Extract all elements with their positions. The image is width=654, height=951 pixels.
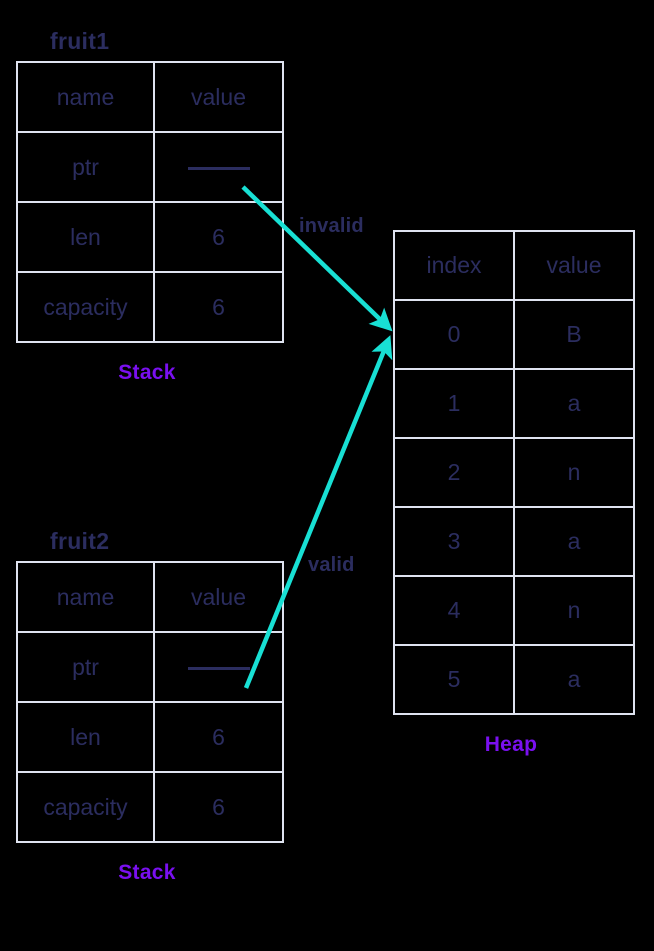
field-value-ptr (153, 131, 284, 203)
struct-block-fruit2: fruit2 name value ptr len 6 c (16, 528, 284, 885)
header-cell-index: index (393, 230, 515, 301)
table-row: capacity 6 (16, 771, 284, 843)
table-row: capacity 6 (16, 271, 284, 343)
heap-index-2: 2 (393, 437, 515, 508)
field-name-ptr: ptr (16, 631, 155, 703)
heap-index-3: 3 (393, 506, 515, 577)
heap-value-1: a (513, 368, 635, 439)
arrow-label-valid: valid (308, 554, 355, 576)
table-row: len 6 (16, 201, 284, 273)
heap-value-2: n (513, 437, 635, 508)
field-name-capacity: capacity (16, 771, 155, 843)
table-row: ptr (16, 631, 284, 703)
field-value-len: 6 (153, 701, 284, 773)
field-value-capacity: 6 (153, 771, 284, 843)
heap-value-4: n (513, 575, 635, 646)
struct-title-fruit1: fruit1 (50, 28, 110, 54)
heap-value-5: a (513, 644, 635, 715)
pointer-line-icon (187, 166, 250, 170)
header-cell-value: value (153, 61, 284, 133)
table-row-header: name value (16, 61, 284, 133)
struct-table-fruit2: name value ptr len 6 capacity 6 (16, 561, 284, 843)
header-cell-name: name (16, 561, 155, 633)
field-value-len: 6 (153, 201, 284, 273)
heap-index-4: 4 (393, 575, 515, 646)
heap-index-5: 5 (393, 644, 515, 715)
region-label-stack-1: Stack (118, 361, 176, 384)
table-row: 1 a (393, 368, 635, 439)
field-value-capacity: 6 (153, 271, 284, 343)
pointer-line-icon (187, 666, 250, 670)
arrow-label-invalid: invalid (299, 215, 364, 237)
table-row-header: index value (393, 230, 635, 301)
struct-block-fruit1: fruit1 name value ptr len 6 c (16, 28, 284, 385)
heap-value-0: B (513, 299, 635, 370)
heap-value-3: a (513, 506, 635, 577)
table-row: 5 a (393, 644, 635, 715)
header-cell-value: value (513, 230, 635, 301)
header-cell-value: value (153, 561, 284, 633)
struct-title-fruit2: fruit2 (50, 528, 110, 554)
field-value-ptr (153, 631, 284, 703)
table-row: len 6 (16, 701, 284, 773)
heap-index-0: 0 (393, 299, 515, 370)
table-row: 0 B (393, 299, 635, 370)
table-row: 2 n (393, 437, 635, 508)
region-label-heap: Heap (484, 733, 538, 756)
field-name-len: len (16, 701, 155, 773)
table-row: 4 n (393, 575, 635, 646)
header-cell-name: name (16, 61, 155, 133)
heap-index-1: 1 (393, 368, 515, 439)
struct-table-fruit1: name value ptr len 6 capacity 6 (16, 61, 284, 343)
heap-block: index value 0 B 1 a 2 n 3 a (393, 230, 635, 757)
field-name-len: len (16, 201, 155, 273)
region-label-stack-2: Stack (118, 861, 176, 884)
table-row: ptr (16, 131, 284, 203)
field-name-capacity: capacity (16, 271, 155, 343)
heap-table: index value 0 B 1 a 2 n 3 a (393, 230, 635, 715)
field-name-ptr: ptr (16, 131, 155, 203)
table-row-header: name value (16, 561, 284, 633)
table-row: 3 a (393, 506, 635, 577)
